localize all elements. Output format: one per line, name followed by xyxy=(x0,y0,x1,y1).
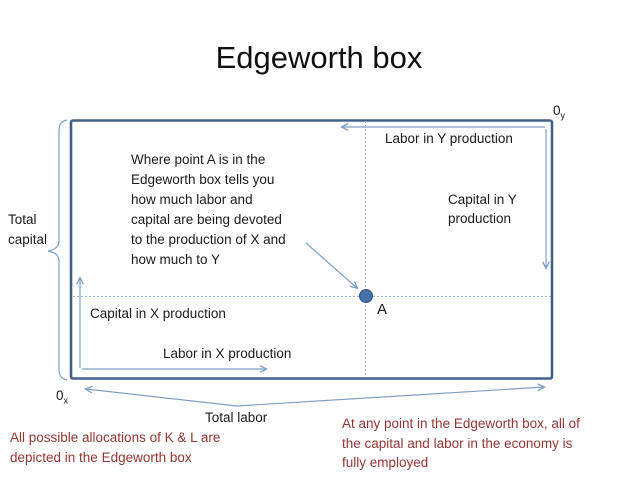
note-left: All possible allocations of K & L are de… xyxy=(10,428,220,467)
capital-y-line1: Capital in Y xyxy=(448,192,517,207)
slide-title: Edgeworth box xyxy=(215,40,423,75)
labor-y-label: Labor in Y production xyxy=(385,131,513,146)
origin-x-zero: 0 xyxy=(56,388,64,403)
annotation-arrow xyxy=(305,242,357,288)
annotation-line: how much labor and xyxy=(131,192,253,207)
point-a-dot xyxy=(359,289,373,303)
point-a-annotation-text: Where point A is in the Edgeworth box te… xyxy=(131,150,331,270)
total-labor-label: Total labor xyxy=(205,410,268,425)
annotation-line: Edgeworth box tells you xyxy=(131,172,275,187)
note-right: At any point in the Edgeworth box, all o… xyxy=(342,414,580,473)
total-capital-line1: Total xyxy=(8,212,37,227)
annotation-line: Where point A is in the xyxy=(131,152,266,167)
capital-y-line2: production xyxy=(448,211,512,226)
capital-y-label: Capital in Y production xyxy=(448,190,517,228)
origin-x-label: 0x xyxy=(56,388,68,406)
total-capital-label: Total capital xyxy=(8,210,47,250)
origin-y-label: 0y xyxy=(553,103,565,121)
origin-y-zero: 0 xyxy=(553,103,561,118)
total-capital-line2: capital xyxy=(8,232,48,247)
annotation-line: to the production of X and xyxy=(131,232,286,247)
total-labor-span-arrow xyxy=(86,387,544,407)
note-left-line1: All possible allocations of K & L are xyxy=(10,430,221,445)
note-right-line3: fully employed xyxy=(342,455,429,470)
capital-x-label: Capital in X production xyxy=(90,306,226,321)
point-a-label: A xyxy=(377,301,388,318)
edgeworth-box-rect xyxy=(69,119,554,380)
annotation-line: capital are being devoted xyxy=(131,212,282,227)
note-right-line2: the capital and labor in the economy is xyxy=(342,435,573,451)
note-right-line1: At any point in the Edgeworth box, all o… xyxy=(342,416,580,431)
origin-x-sub: x xyxy=(63,395,69,406)
total-capital-brace xyxy=(47,119,68,381)
note-left-line2: depicted in the Edgeworth box xyxy=(10,449,192,465)
annotation-line: how much to Y xyxy=(131,252,221,267)
labor-x-label: Labor in X production xyxy=(163,346,292,361)
origin-y-sub: y xyxy=(560,110,566,121)
